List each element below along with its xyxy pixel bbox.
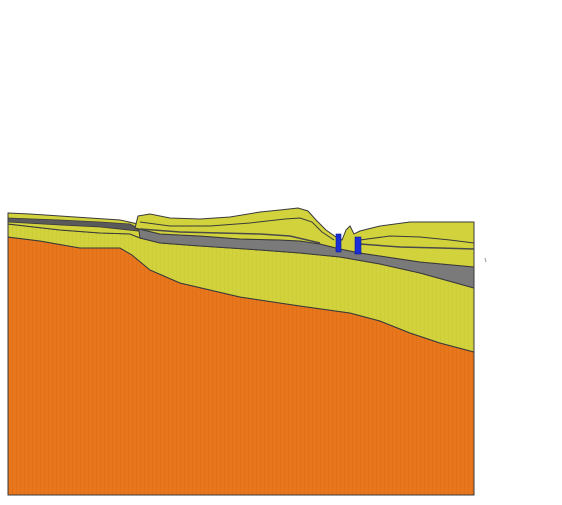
thin-dark-layer-left (7, 217, 139, 232)
edge-tick (484, 257, 487, 263)
well-right-marker (354, 236, 362, 255)
upper-yellow-right (134, 207, 475, 268)
well-left-marker (335, 233, 342, 253)
upper-lower-contact (139, 228, 475, 250)
upper-internal-contact (139, 217, 475, 244)
